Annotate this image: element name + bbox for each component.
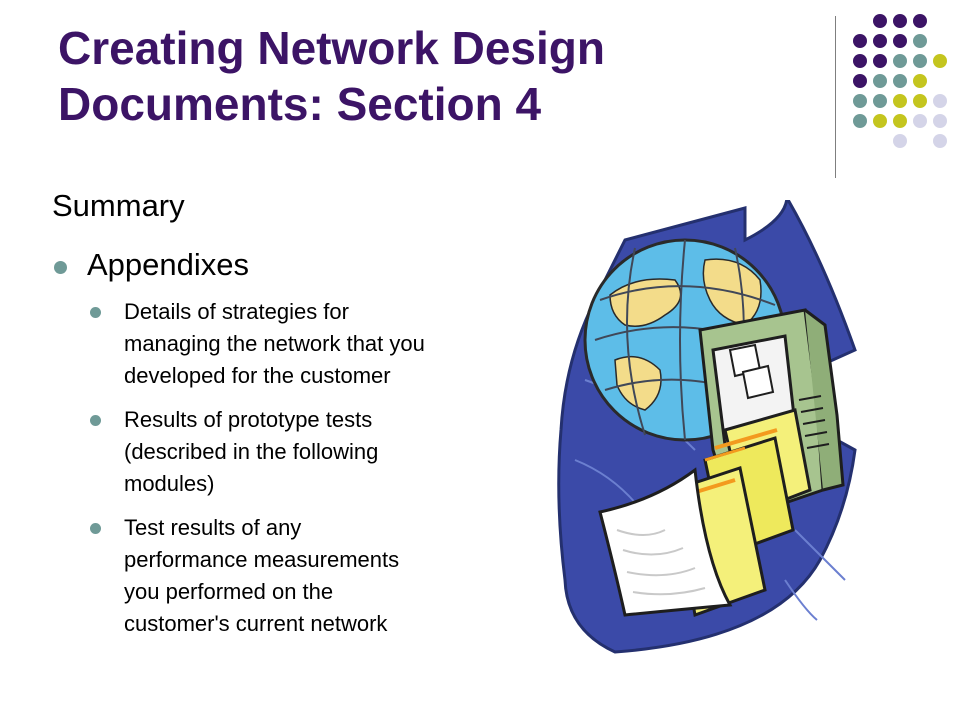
- section-heading: Summary: [52, 188, 185, 223]
- decorative-dot: [873, 34, 887, 48]
- decorative-dot: [893, 134, 907, 148]
- sub-bullet-line: (described in the following: [124, 439, 379, 464]
- bullet-dot-icon: [90, 523, 101, 534]
- sub-bullet-item: Results of prototype tests (described in…: [90, 404, 550, 500]
- title-line-2: Documents: Section 4: [58, 78, 542, 130]
- decorative-dot: [933, 114, 947, 128]
- main-bullet-label: Appendixes: [87, 247, 250, 282]
- decorative-dot: [853, 34, 867, 48]
- sub-bullet-item: Details of strategies for managing the n…: [90, 296, 550, 392]
- decorative-dot: [873, 94, 887, 108]
- decorative-dot: [893, 34, 907, 48]
- decorative-dot: [933, 54, 947, 68]
- sub-bullet-line: you performed on the: [124, 579, 334, 604]
- globe-computer-documents-clipart-icon: [557, 200, 857, 654]
- bullet-dot-icon: [54, 261, 67, 274]
- decorative-dot: [873, 14, 887, 28]
- sub-bullet-line: modules): [124, 471, 215, 496]
- sub-bullet-line: performance measurements: [124, 547, 400, 572]
- bullet-dot-icon: [90, 307, 101, 318]
- sub-bullet-list: Details of strategies for managing the n…: [90, 296, 550, 652]
- decorative-dot: [893, 74, 907, 88]
- sub-bullet-line: customer's current network: [124, 611, 388, 636]
- sub-bullet-line: developed for the customer: [124, 363, 391, 388]
- decorative-dot: [933, 94, 947, 108]
- decorative-dot: [853, 54, 867, 68]
- decorative-dot: [853, 114, 867, 128]
- decorative-dot: [873, 74, 887, 88]
- decorative-dot: [853, 74, 867, 88]
- sub-bullet-line: Test results of any: [124, 515, 302, 540]
- decorative-dot: [913, 54, 927, 68]
- decorative-dot: [893, 94, 907, 108]
- decorative-dot: [913, 94, 927, 108]
- bullet-dot-icon: [90, 415, 101, 426]
- decorative-dot: [933, 134, 947, 148]
- decorative-dot: [853, 94, 867, 108]
- slide-title: Creating Network Design Documents: Secti…: [58, 20, 778, 132]
- sub-bullet-line: managing the network that you: [124, 331, 425, 356]
- sub-bullet-line: Details of strategies for: [124, 299, 349, 324]
- decorative-dot: [893, 114, 907, 128]
- sub-bullet-item: Test results of any performance measurem…: [90, 512, 550, 640]
- decorative-dot: [913, 114, 927, 128]
- decorative-dot: [913, 74, 927, 88]
- title-line-1: Creating Network Design: [58, 22, 605, 74]
- decorative-dot-grid-icon: [853, 14, 953, 154]
- decorative-dot: [913, 14, 927, 28]
- sub-bullet-line: Results of prototype tests: [124, 407, 373, 432]
- decorative-dot: [873, 54, 887, 68]
- decorative-dot: [893, 54, 907, 68]
- title-divider: [835, 16, 836, 178]
- decorative-dot: [913, 34, 927, 48]
- decorative-dot: [873, 114, 887, 128]
- decorative-dot: [893, 14, 907, 28]
